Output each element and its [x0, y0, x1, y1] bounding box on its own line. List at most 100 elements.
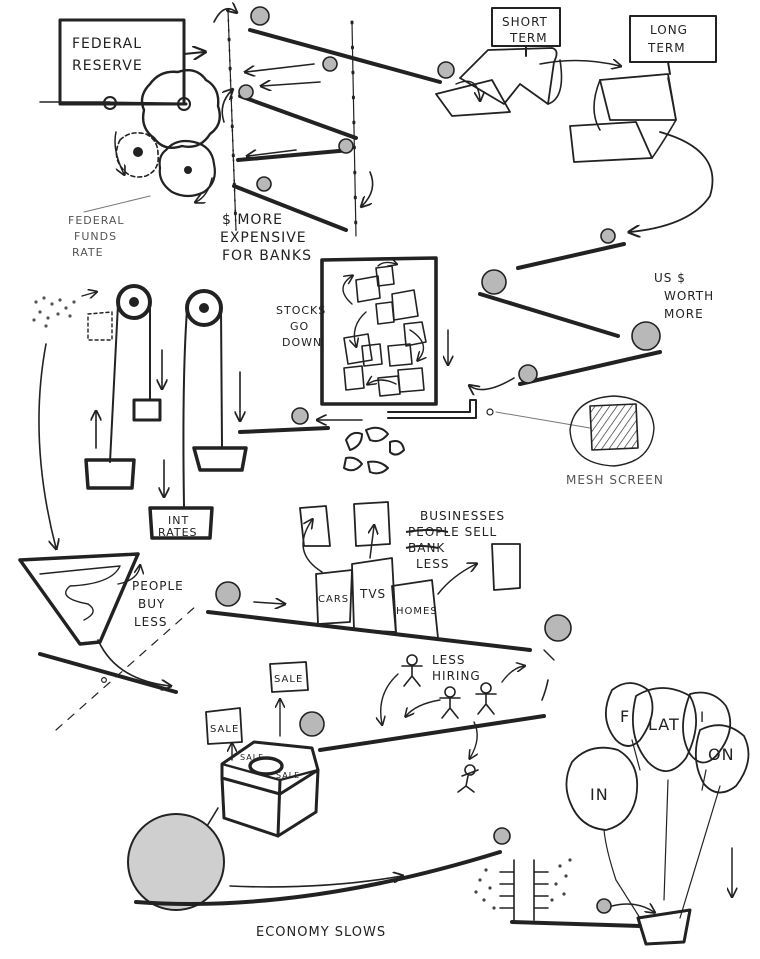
start-arrow — [213, 9, 236, 23]
ball-product — [215, 581, 241, 607]
sale-sign-1 — [205, 707, 243, 745]
balls — [215, 6, 661, 914]
gear-rotation-arrow-right — [196, 177, 213, 202]
funnel — [18, 552, 140, 646]
fan-spray — [474, 858, 572, 910]
label-short-1: SHORT — [502, 15, 548, 29]
spinner — [343, 426, 405, 475]
label-people-1: PEOPLE — [132, 579, 184, 593]
label-businesses-1: BUSINESSES — [420, 509, 505, 523]
balloon-strings — [603, 739, 721, 919]
ball-short-term — [437, 61, 455, 79]
text-labels: FEDERAL RESERVE FEDERAL FUNDS RATE $ MOR… — [68, 15, 735, 940]
weight-box-left — [84, 458, 136, 490]
label-balloon-f: F — [620, 707, 630, 726]
fan-device — [499, 859, 549, 921]
right-ball-path — [541, 679, 549, 701]
label-sale-4: SALE — [276, 771, 300, 780]
roll-arrow-1 — [246, 63, 315, 72]
sale-sign-2 — [269, 661, 309, 693]
label-businesses-4: LESS — [416, 557, 450, 571]
person-2 — [439, 686, 461, 719]
big-ball — [127, 813, 225, 911]
spray-to-funnel-arrow — [38, 343, 56, 548]
label-fed-funds-1: FEDERAL — [68, 214, 125, 227]
homes-arrow — [437, 564, 476, 595]
label-balloon-lat: LAT — [648, 715, 680, 734]
economy-ramp — [134, 850, 502, 906]
label-people-3: LESS — [134, 615, 168, 629]
label-cars: CARS — [318, 594, 349, 605]
ball-hiring — [544, 614, 572, 642]
stock-chute — [387, 399, 477, 419]
person-3 — [475, 682, 497, 715]
roll-arrow-3 — [248, 149, 297, 156]
int-rates-box — [148, 506, 214, 540]
pulley-left — [109, 284, 152, 463]
mesh-screen — [569, 395, 655, 467]
basket-arrow — [611, 904, 654, 912]
label-federal: FEDERAL — [72, 36, 142, 52]
roll-arrow-5 — [221, 90, 232, 123]
short-to-long-arrow — [539, 60, 620, 66]
gear-rotation-arrow-left — [114, 131, 124, 174]
label-economy-slows: ECONOMY SLOWS — [256, 925, 386, 940]
balloon-f — [605, 682, 654, 747]
zigzag-ramp-frame — [226, 8, 358, 238]
weight-box-small — [132, 398, 162, 422]
short-term-sign — [491, 7, 561, 57]
long-term-chute — [569, 73, 677, 163]
funnel-arrow — [117, 566, 140, 585]
ramp-5 — [516, 242, 626, 270]
label-reserve: RESERVE — [72, 58, 143, 74]
hiring-ramp — [318, 714, 546, 752]
label-long-1: LONG — [650, 23, 688, 37]
roll-arrow-4 — [362, 171, 374, 206]
ball-ramp-6 — [481, 269, 507, 295]
ball-stock — [291, 407, 309, 425]
label-stocks-2: GO — [290, 320, 309, 333]
gear-small-right — [158, 139, 216, 198]
label-balloon-on: ON — [708, 745, 735, 764]
ball-ramp-5 — [600, 228, 616, 244]
gear-large — [140, 69, 221, 149]
label-homes: HOMES — [396, 606, 438, 617]
label-sale-1: SALE — [210, 724, 239, 735]
economy-arrow — [229, 876, 402, 888]
label-usd-3: MORE — [664, 307, 704, 321]
ramp-funnel — [38, 652, 178, 694]
mesh-leader — [495, 411, 591, 429]
label-balloon-i: I — [700, 710, 705, 726]
label-more-expensive-2: EXPENSIVE — [220, 230, 307, 246]
basket-ramp — [510, 920, 642, 928]
short-term-arrow — [455, 80, 480, 100]
stock-papers — [343, 265, 427, 397]
ramp-6 — [478, 292, 620, 338]
label-hiring: HIRING — [432, 669, 481, 683]
fed-funds-leader — [83, 195, 151, 213]
balloon-on — [694, 724, 750, 794]
label-tvs: TVS — [359, 587, 386, 601]
balloon-lat — [631, 687, 698, 772]
ramp-7 — [518, 350, 662, 386]
ramp-7-arrow — [470, 377, 515, 390]
ball-ramp-1 — [322, 56, 338, 72]
label-long-2: TERM — [647, 41, 686, 55]
ball-ramp-4 — [256, 176, 272, 192]
hiring-arrow-1 — [381, 673, 399, 724]
label-people-2: BUY — [138, 597, 165, 611]
spray-dots — [32, 296, 76, 328]
label-short-2: TERM — [509, 31, 548, 45]
stock-swirl-arrows — [342, 262, 423, 384]
hiring-arrow-3 — [501, 666, 524, 683]
funnel-exit-arrow — [97, 639, 170, 686]
tvs-arrow — [370, 526, 374, 559]
trajectory-line — [55, 605, 197, 731]
label-businesses-3: BANK — [408, 541, 445, 555]
ball-ramp-3 — [338, 138, 354, 154]
cars-arrow — [302, 520, 323, 573]
product-ramp-arrow — [253, 602, 284, 604]
ball-ramp-2 — [238, 84, 254, 100]
